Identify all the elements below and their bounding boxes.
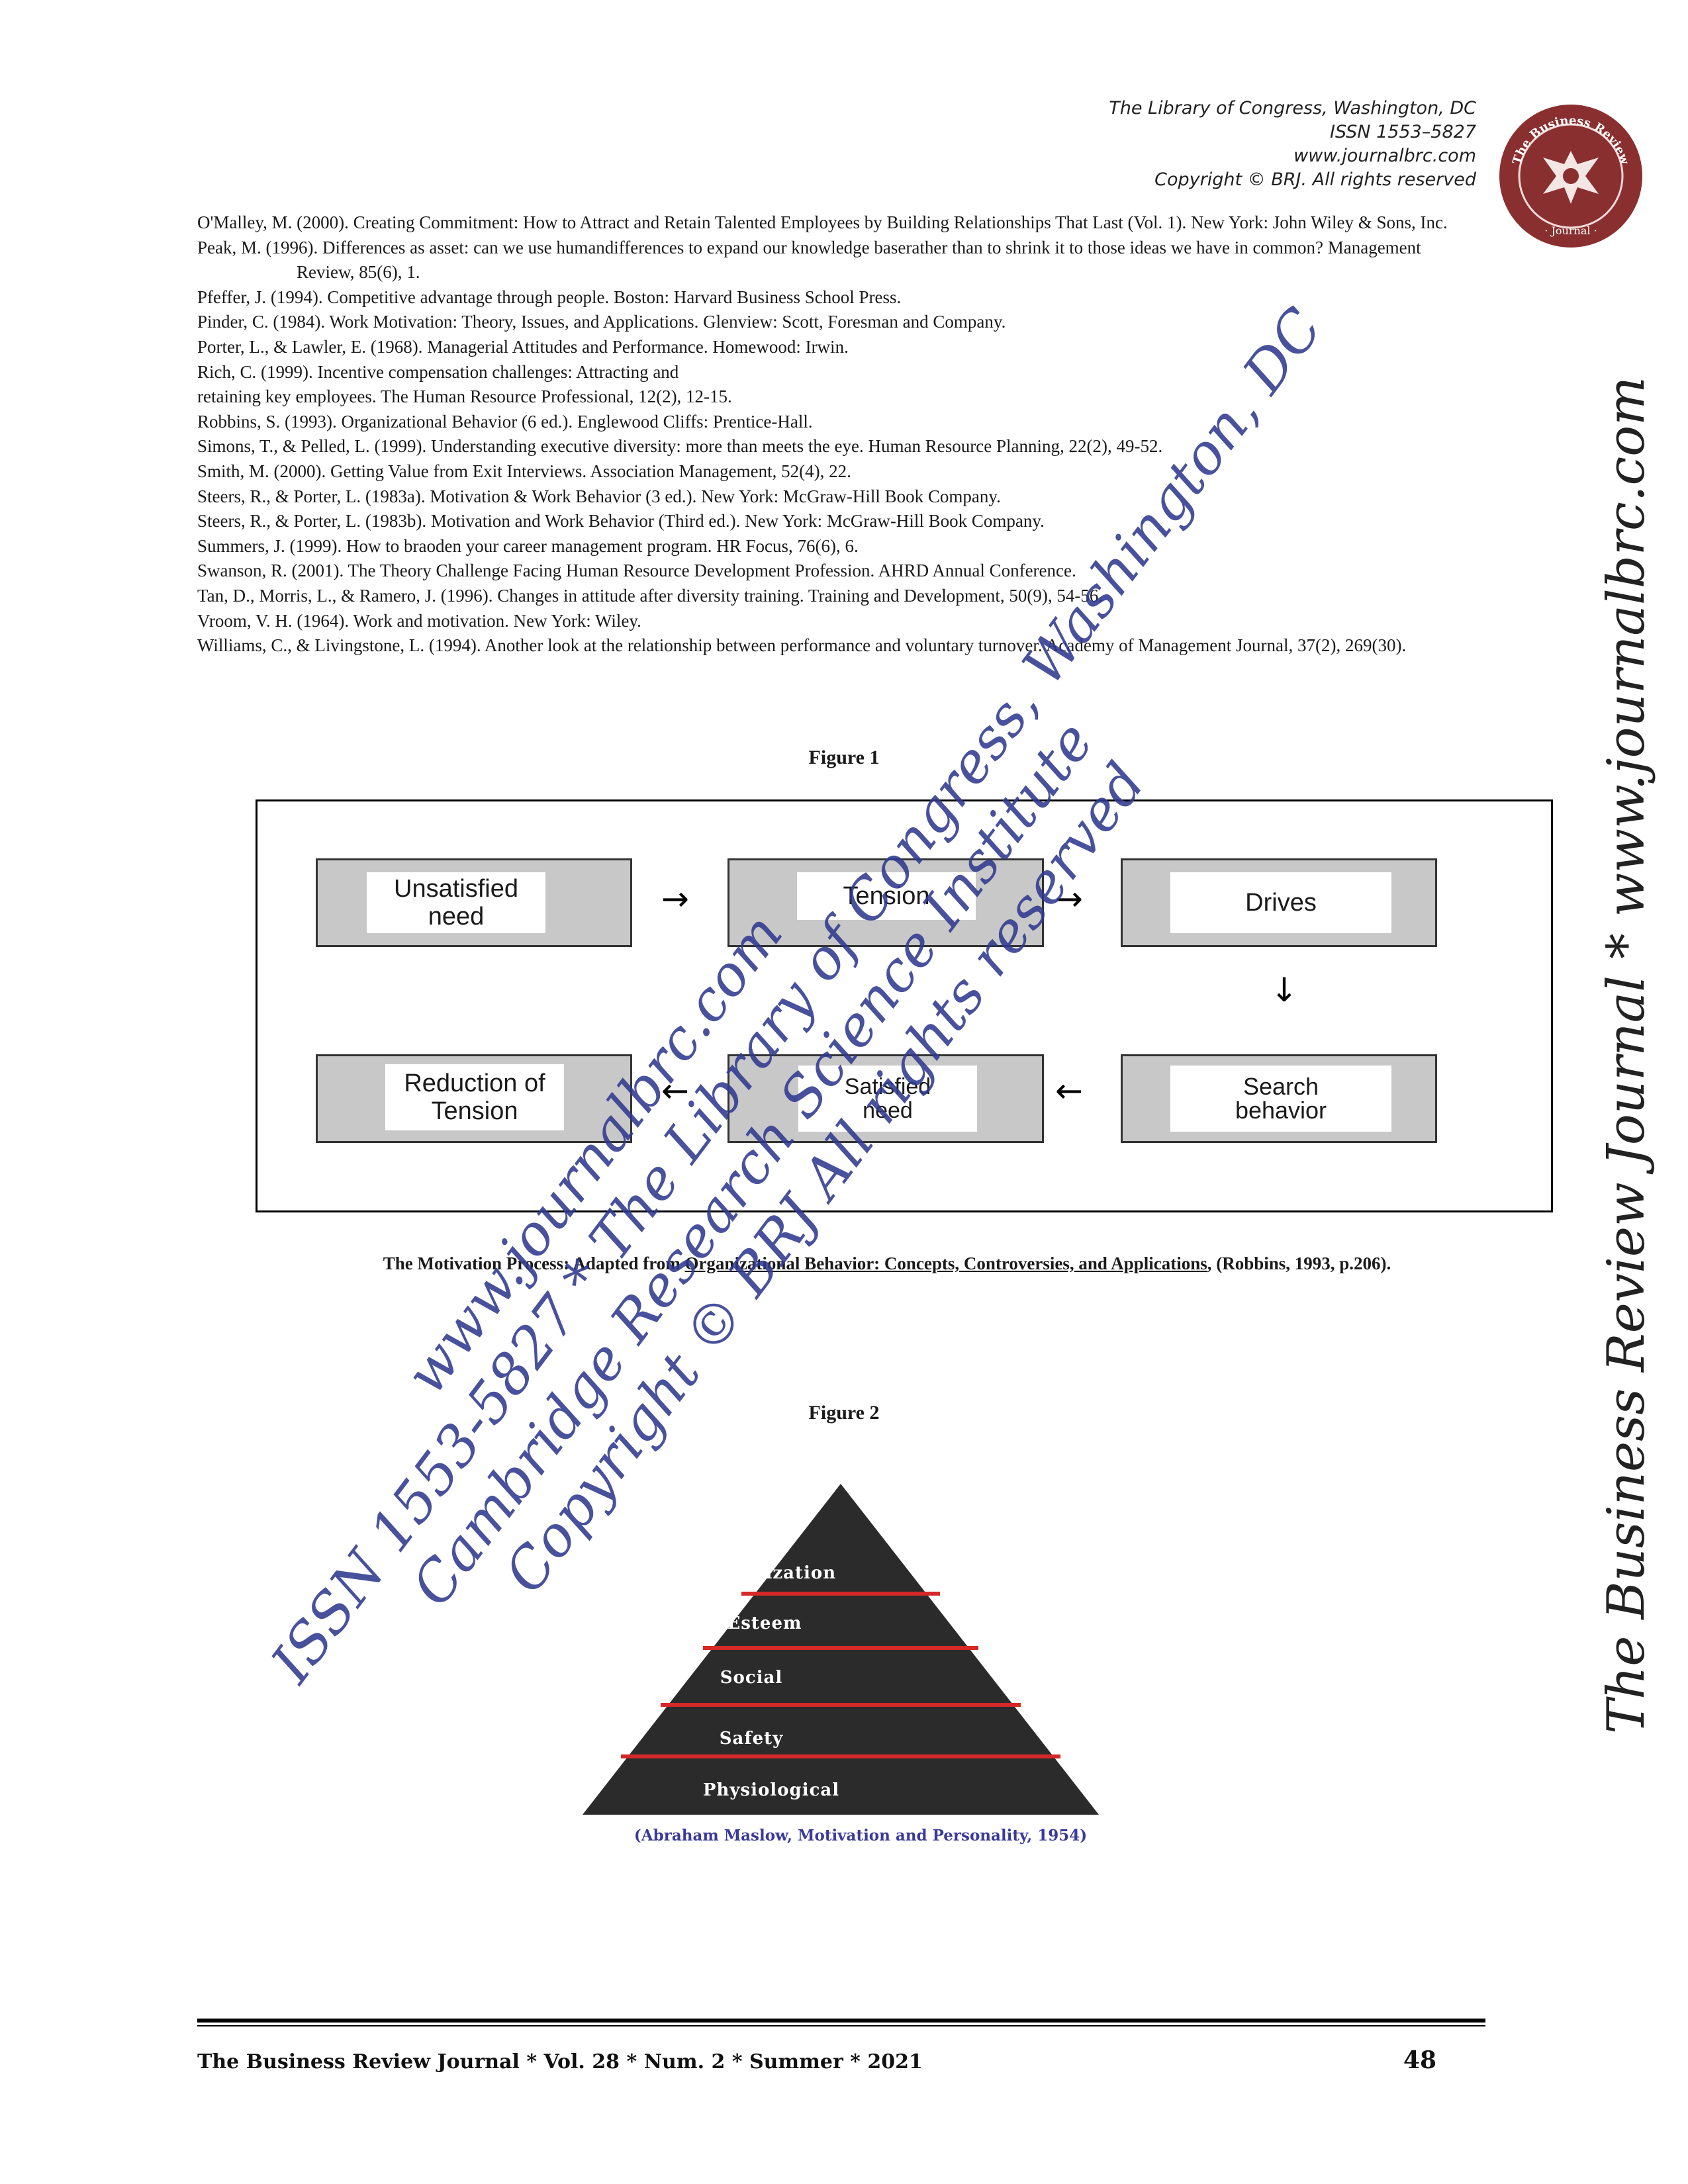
reduction-of-tension-box: Reduction of Tension — [316, 1054, 632, 1143]
caption-book-title: Organizational Behavior: Concepts, Contr… — [684, 1253, 1207, 1273]
reference-item: Robbins, S. (1993). Organizational Behav… — [197, 411, 813, 432]
arrow-right-icon: → — [661, 880, 689, 918]
unsatisfied-need-label: Unsatisfied need — [367, 872, 545, 933]
pyramid-level-physiological: Physiological — [702, 1780, 840, 1800]
header-issn: ISSN 1553–5827 — [1330, 122, 1476, 142]
reference-item: Rich, C. (1999). Incentive compensation … — [197, 361, 679, 382]
satisfied-need-box: Satisfied need — [727, 1054, 1044, 1143]
search-behavior-box: Search behavior — [1121, 1054, 1437, 1143]
caption-prefix: The Motivation Process: Adapted from — [383, 1253, 685, 1273]
eagle-icon: The Business Review · Journal · — [1502, 107, 1640, 245]
reference-item: Vroom, V. H. (1964). Work and motivation… — [197, 610, 641, 631]
svg-text:· Journal ·: · Journal · — [1544, 224, 1597, 237]
drives-label: Drives — [1170, 872, 1391, 933]
pyramid-level-actualization: Actualization — [699, 1563, 837, 1583]
drives-box: Drives — [1121, 858, 1437, 947]
figure1-diagram: Unsatisfied need → Tension → Drives ↓ Re… — [256, 799, 1553, 1212]
pyramid-level-social: Social — [720, 1668, 783, 1688]
reference-item: Summers, J. (1999). How to braoden your … — [197, 535, 859, 556]
page-number: 48 — [1403, 2046, 1437, 2074]
figure1-title: Figure 1 — [808, 747, 880, 768]
arrow-right-icon: → — [1055, 880, 1083, 918]
figure2-caption: (Abraham Maslow, Motivation and Personal… — [633, 1827, 1088, 1844]
journal-seal-logo: The Business Review · Journal · — [1499, 105, 1642, 248]
pyramid-shape — [583, 1484, 1099, 1815]
header-website: www.journalbrc.com — [1293, 146, 1476, 166]
reduction-of-tension-label: Reduction of Tension — [385, 1064, 564, 1130]
pyramid-level-esteem: Esteem — [727, 1614, 802, 1633]
tension-box: Tension — [727, 858, 1044, 947]
header-location: The Library of Congress, Washington, DC — [1109, 98, 1476, 118]
footer-journal-info: The Business Review Journal * Vol. 28 * … — [197, 2050, 923, 2073]
arrow-left-icon: ← — [661, 1071, 689, 1110]
reference-item: Pfeffer, J. (1994). Competitive advantag… — [197, 287, 902, 307]
reference-item: Swanson, R. (2001). The Theory Challenge… — [197, 561, 1076, 581]
reference-item: Porter, L., & Lawler, E. (1968). Manager… — [197, 336, 849, 357]
search-behavior-label: Search behavior — [1170, 1066, 1391, 1132]
figure2-title: Figure 2 — [808, 1402, 880, 1424]
arrow-down-icon: ↓ — [1270, 971, 1298, 1009]
arrow-left-icon: ← — [1055, 1071, 1083, 1110]
reference-item: Pinder, C. (1984). Work Motivation: Theo… — [197, 312, 1006, 332]
reference-item: Peak, M. (1996). Differences as asset: c… — [197, 237, 1421, 283]
reference-item: Steers, R., & Porter, L. (1983a). Motiva… — [197, 486, 1001, 506]
maslow-pyramid: Self Actualization Esteem Social Safety … — [583, 1484, 1099, 1815]
figure1-caption: The Motivation Process: Adapted from Org… — [291, 1251, 1483, 1276]
reference-item: Steers, R., & Porter, L. (1983b). Motiva… — [197, 511, 1045, 531]
pyramid-level-self: Self — [731, 1530, 772, 1550]
unsatisfied-need-box: Unsatisfied need — [316, 858, 632, 947]
reference-item: Williams, C., & Livingstone, L. (1994). … — [197, 635, 1407, 656]
reference-item: Smith, M. (2000). Getting Value from Exi… — [197, 461, 851, 481]
reference-item: O'Malley, M. (2000). Creating Commitment… — [197, 212, 1448, 232]
footer-rule — [197, 2019, 1485, 2023]
pyramid-level-safety: Safety — [719, 1729, 784, 1749]
header-copyright: Copyright © BRJ. All rights reserved — [1154, 169, 1476, 190]
caption-suffix: , (Robbins, 1993, p.206). — [1207, 1253, 1391, 1273]
satisfied-need-label: Satisfied need — [798, 1066, 977, 1132]
footer-rule — [197, 2025, 1485, 2026]
side-journal-text: The Business Review Journal * www.journa… — [1597, 376, 1656, 1734]
reference-item: Simons, T., & Pelled, L. (1999). Underst… — [197, 436, 1163, 457]
reference-item: Tan, D., Morris, L., & Ramero, J. (1996)… — [197, 585, 1103, 606]
reference-item: retaining key employees. The Human Resou… — [197, 387, 732, 407]
tension-label: Tension — [797, 872, 976, 920]
reference-list: O'Malley, M. (2000). Creating Commitment… — [197, 210, 1475, 659]
